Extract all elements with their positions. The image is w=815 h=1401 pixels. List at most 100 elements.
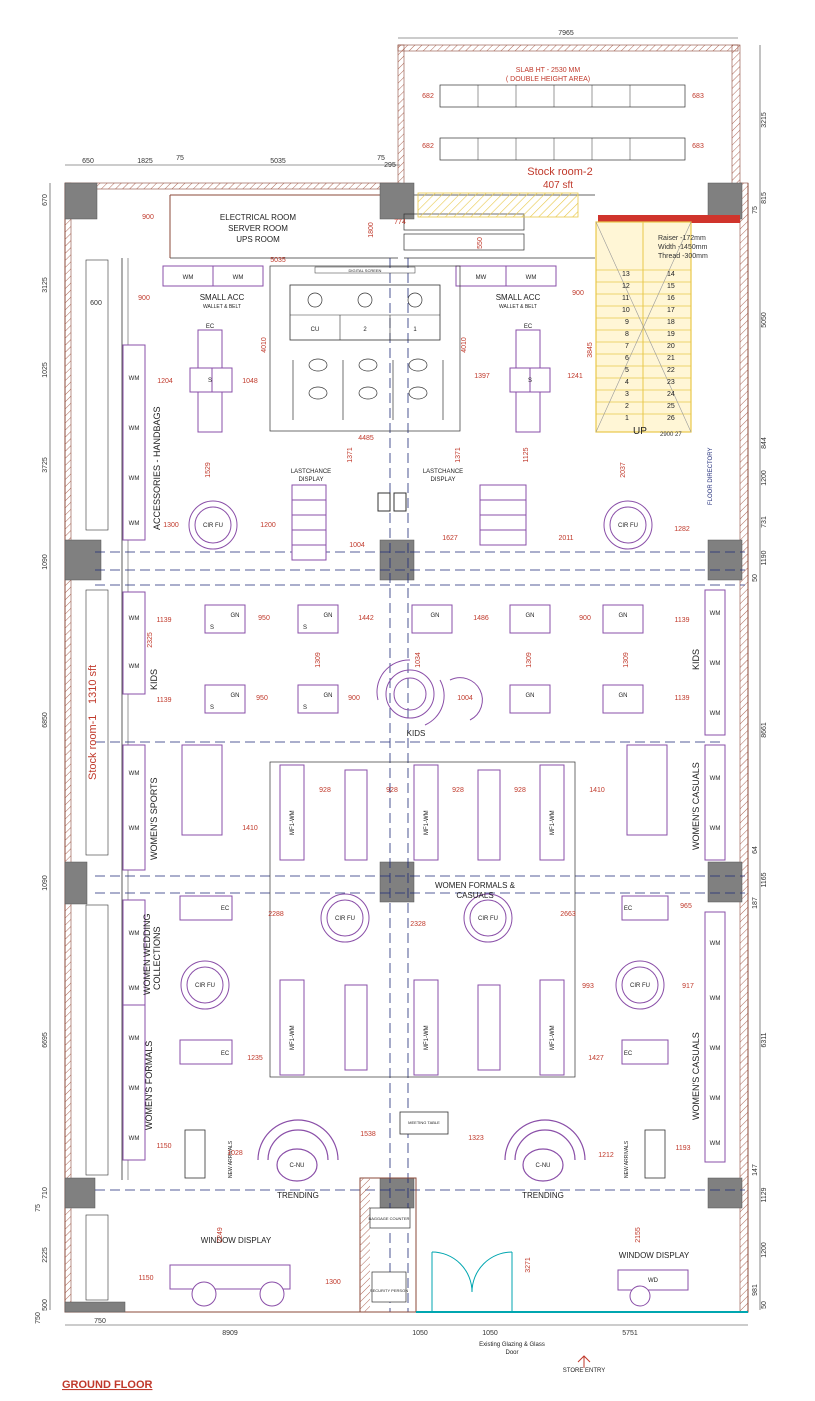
stair-step: 16 (667, 295, 675, 302)
dim-text: 900 (138, 295, 150, 302)
s-label: S (210, 705, 214, 711)
ups-room-label: UPS ROOM (236, 235, 280, 244)
security-label: SECURITY PERSON (370, 1288, 408, 1293)
dim-text: 1371 (347, 447, 354, 463)
stair-step: 21 (667, 355, 675, 362)
wm-label: WM (710, 1141, 721, 1147)
dim-text: 981 (752, 1284, 759, 1296)
stock-room-2-label: Stock room-2 (527, 166, 592, 178)
kids-center-label: KIDS (407, 729, 426, 738)
window-display-left-label: WINDOW DISPLAY (201, 1236, 272, 1245)
dim-text: 1028 (227, 1150, 243, 1157)
room-labels: ELECTRICAL ROOM SERVER ROOM UPS ROOM (220, 213, 296, 244)
wm-label: WM (129, 1136, 140, 1142)
columns (64, 182, 743, 1313)
dim-text: 928 (319, 787, 331, 794)
ec-label: EC (221, 906, 230, 912)
dim-text: 3845 (587, 342, 594, 358)
s-label: S (210, 625, 214, 631)
dim-text: 1397 (474, 373, 490, 380)
stair-step: 7 (625, 343, 629, 350)
stair-step: 22 (667, 367, 675, 374)
stair-riser-label: Raiser -172mm (658, 235, 706, 242)
dim-text: 2328 (410, 921, 426, 928)
left-dimensions: 670 3125 1025 3725 1090 6850 1090 6695 7… (35, 194, 49, 1324)
stock-room-2: SLAB HT - 2530 MM ( DOUBLE HEIGHT AREA) … (403, 67, 704, 251)
womens-casuals-right-1: WOMEN'S CASUALS (691, 762, 701, 850)
dim-text: 1282 (674, 526, 690, 533)
right-wall-fixtures (704, 589, 726, 1163)
dim-text: 8661 (761, 722, 768, 738)
dim-text: 950 (258, 615, 270, 622)
entrance-area (359, 1177, 748, 1313)
right-dimensions: 3215 815 75 5050 844 1200 731 1190 50 86… (752, 112, 768, 1309)
cnu-label: C-NU (290, 1163, 305, 1169)
kids-center-fixture (376, 659, 483, 726)
dim-text: 50 (761, 1301, 768, 1309)
digital-screen-label: DIGITAL SCREEN (349, 268, 382, 273)
lastchance-right-label: LASTCHANCE (423, 469, 463, 475)
dim-text: 75 (752, 206, 759, 214)
dim-text: 5050 (761, 312, 768, 328)
wm-label: WM (710, 1046, 721, 1052)
dim-text: 750 (35, 1312, 42, 1324)
dim-text: 1048 (242, 378, 258, 385)
stair-tread-label: Thread -300mm (658, 253, 708, 260)
womens-formals-label: WOMEN'S FORMALS (144, 1041, 154, 1130)
dim-text: 6311 (761, 1032, 768, 1047)
dim-text: 900 (579, 615, 591, 622)
dim-text: 682 (422, 143, 434, 150)
dim-text: 2037 (620, 462, 627, 478)
dim-text: 682 (422, 93, 434, 100)
stair-step: 9 (625, 319, 629, 326)
mf-label: MF1-WM (424, 1025, 430, 1050)
dim-text: 1200 (761, 1242, 768, 1258)
dim-text: 5751 (622, 1330, 638, 1337)
lastchance-left-label: LASTCHANCE (291, 469, 331, 475)
dim-text: 1050 (412, 1330, 428, 1337)
dim-text: 1090 (42, 875, 49, 891)
stair-step: 20 (667, 343, 675, 350)
dim-text: 815 (761, 192, 768, 204)
dim-text: 1150 (156, 1143, 171, 1150)
ec-label: EC (624, 1051, 633, 1057)
dim-text: 1486 (473, 615, 489, 622)
dim-text: 1538 (360, 1131, 376, 1138)
dim-text: 928 (386, 787, 398, 794)
dim-text: 1150 (138, 1275, 153, 1282)
column (379, 182, 415, 220)
dim-text: 928 (452, 787, 464, 794)
stair-step: 4 (625, 379, 629, 386)
dim-text: 1200 (260, 522, 276, 529)
dim-text: 1371 (455, 447, 462, 463)
gn-label: GN (231, 613, 240, 619)
gn-label: GN (324, 613, 333, 619)
dim-text: 8909 (222, 1330, 238, 1337)
gn-label: GN (431, 613, 440, 619)
wm-label: WM (710, 826, 721, 832)
dim-text: 2011 (558, 535, 573, 542)
cash-counter-label: CU (311, 327, 320, 333)
dim-text: 1090 (42, 554, 49, 570)
dim-text: 147 (752, 1164, 759, 1176)
dim-text: 750 (94, 1318, 106, 1325)
stair-step: 10 (622, 307, 630, 314)
new-arrivals-right: NEW ARRIVALS (624, 1140, 630, 1178)
server-room-label: SERVER ROOM (228, 224, 288, 233)
dim-text: 1241 (567, 373, 583, 380)
dim-text: 1204 (157, 378, 173, 385)
page-title: GROUND FLOOR (62, 1379, 152, 1391)
zone-labels: SMALL ACC WALLET & BELT SMALL ACC WALLET… (200, 293, 690, 1374)
meeting-table-label: MEETING TABLE (408, 1120, 440, 1125)
wm-label: WM (710, 611, 721, 617)
women-wedding-label: WOMEN WEDDING (142, 914, 152, 996)
dim-text: 917 (682, 983, 694, 990)
dim-text: 2249 (217, 1227, 224, 1243)
stair-dim: 2900 (660, 432, 674, 438)
column (379, 1177, 415, 1209)
dim-text: 1125 (523, 447, 530, 462)
dim-text: 6695 (42, 1032, 49, 1048)
dim-text: 1825 (137, 158, 153, 165)
stair-step: 5 (625, 367, 629, 374)
dim-text: 2663 (560, 911, 576, 918)
